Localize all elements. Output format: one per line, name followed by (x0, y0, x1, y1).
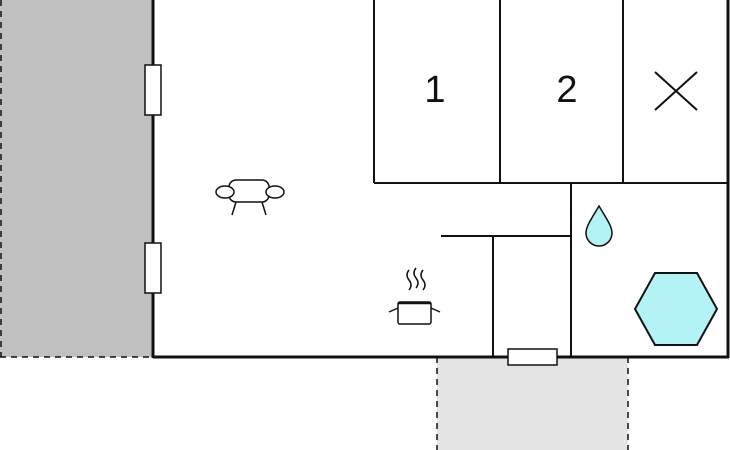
window-lower-left (144, 242, 162, 294)
interior-walls (373, 0, 728, 357)
windows (144, 64, 558, 366)
x-mark-icon (654, 71, 698, 111)
water-drop-icon (585, 204, 613, 247)
window-upper-left (144, 64, 162, 116)
bedroom-1-label: 1 (424, 69, 445, 111)
entrance-door (507, 348, 558, 366)
bedroom-2-label: 2 (556, 69, 577, 111)
entrance-area (436, 357, 629, 450)
cooking-pot-icon (388, 267, 441, 325)
sofa-icon (215, 179, 285, 216)
terrace-area (0, 0, 153, 358)
exterior-walls (151, 0, 730, 359)
hexagon-hot-tub-icon (633, 272, 719, 346)
